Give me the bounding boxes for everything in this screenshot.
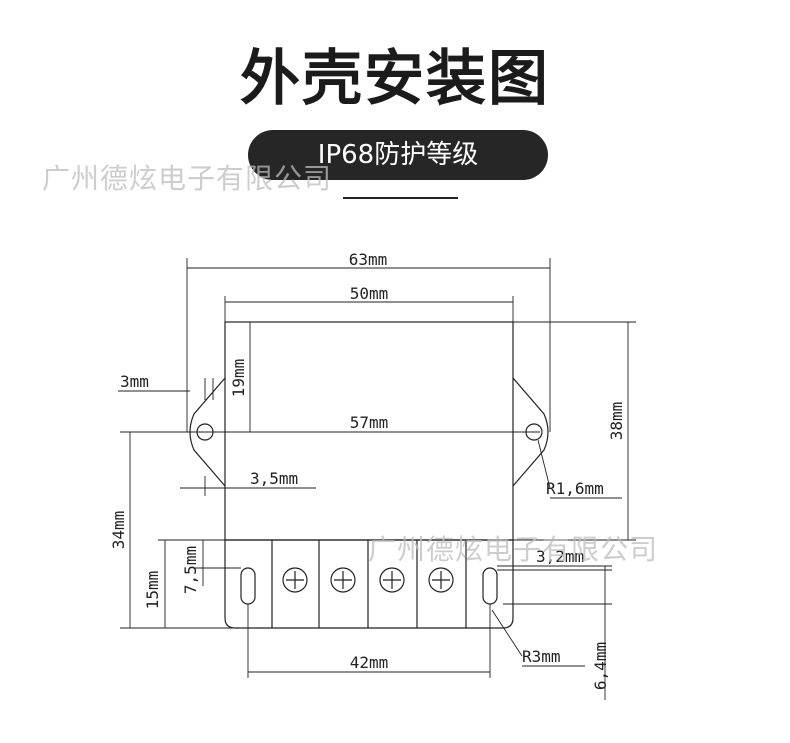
dim-top-height: 19mm — [229, 359, 248, 398]
dim-width-body: 50mm — [350, 284, 389, 303]
dim-slot-width: 3,2mm — [536, 547, 584, 566]
dim-width-overall: 63mm — [349, 250, 388, 269]
screw-1 — [282, 567, 308, 593]
terminal-block — [224, 539, 514, 629]
screw-4 — [428, 567, 454, 593]
dim-bottom-hole-spacing: 42mm — [350, 653, 389, 672]
screw-3 — [379, 567, 405, 593]
dim-ear-width: 3mm — [120, 372, 149, 391]
dim-hole-spacing: 57mm — [350, 413, 389, 432]
watermark-top: 广州德炫电子有限公司 — [42, 162, 333, 195]
right-slot — [482, 567, 498, 605]
ip-rating-badge: IP68防护等级 — [248, 130, 548, 180]
dim-hole-offset: 3,5mm — [250, 469, 298, 488]
screw-2 — [330, 567, 356, 593]
left-slot — [240, 567, 256, 605]
dim-body-height: 38mm — [607, 402, 626, 441]
dim-bottom-offset: 6,4mm — [591, 642, 610, 690]
dim-terminal-height: 15mm — [143, 571, 162, 610]
title-underline — [343, 197, 458, 199]
dim-slot-height: 7,5mm — [181, 546, 200, 594]
watermark-bottom: 广州德炫电子有限公司 — [368, 533, 659, 566]
right-mount-ear — [512, 377, 549, 487]
dim-bottom-radius: R3mm — [522, 647, 561, 666]
page-title: 外壳安装图 — [240, 44, 550, 114]
dim-top-radius: R1,6mm — [546, 479, 604, 498]
dim-hole-to-bottom: 34mm — [109, 511, 128, 550]
